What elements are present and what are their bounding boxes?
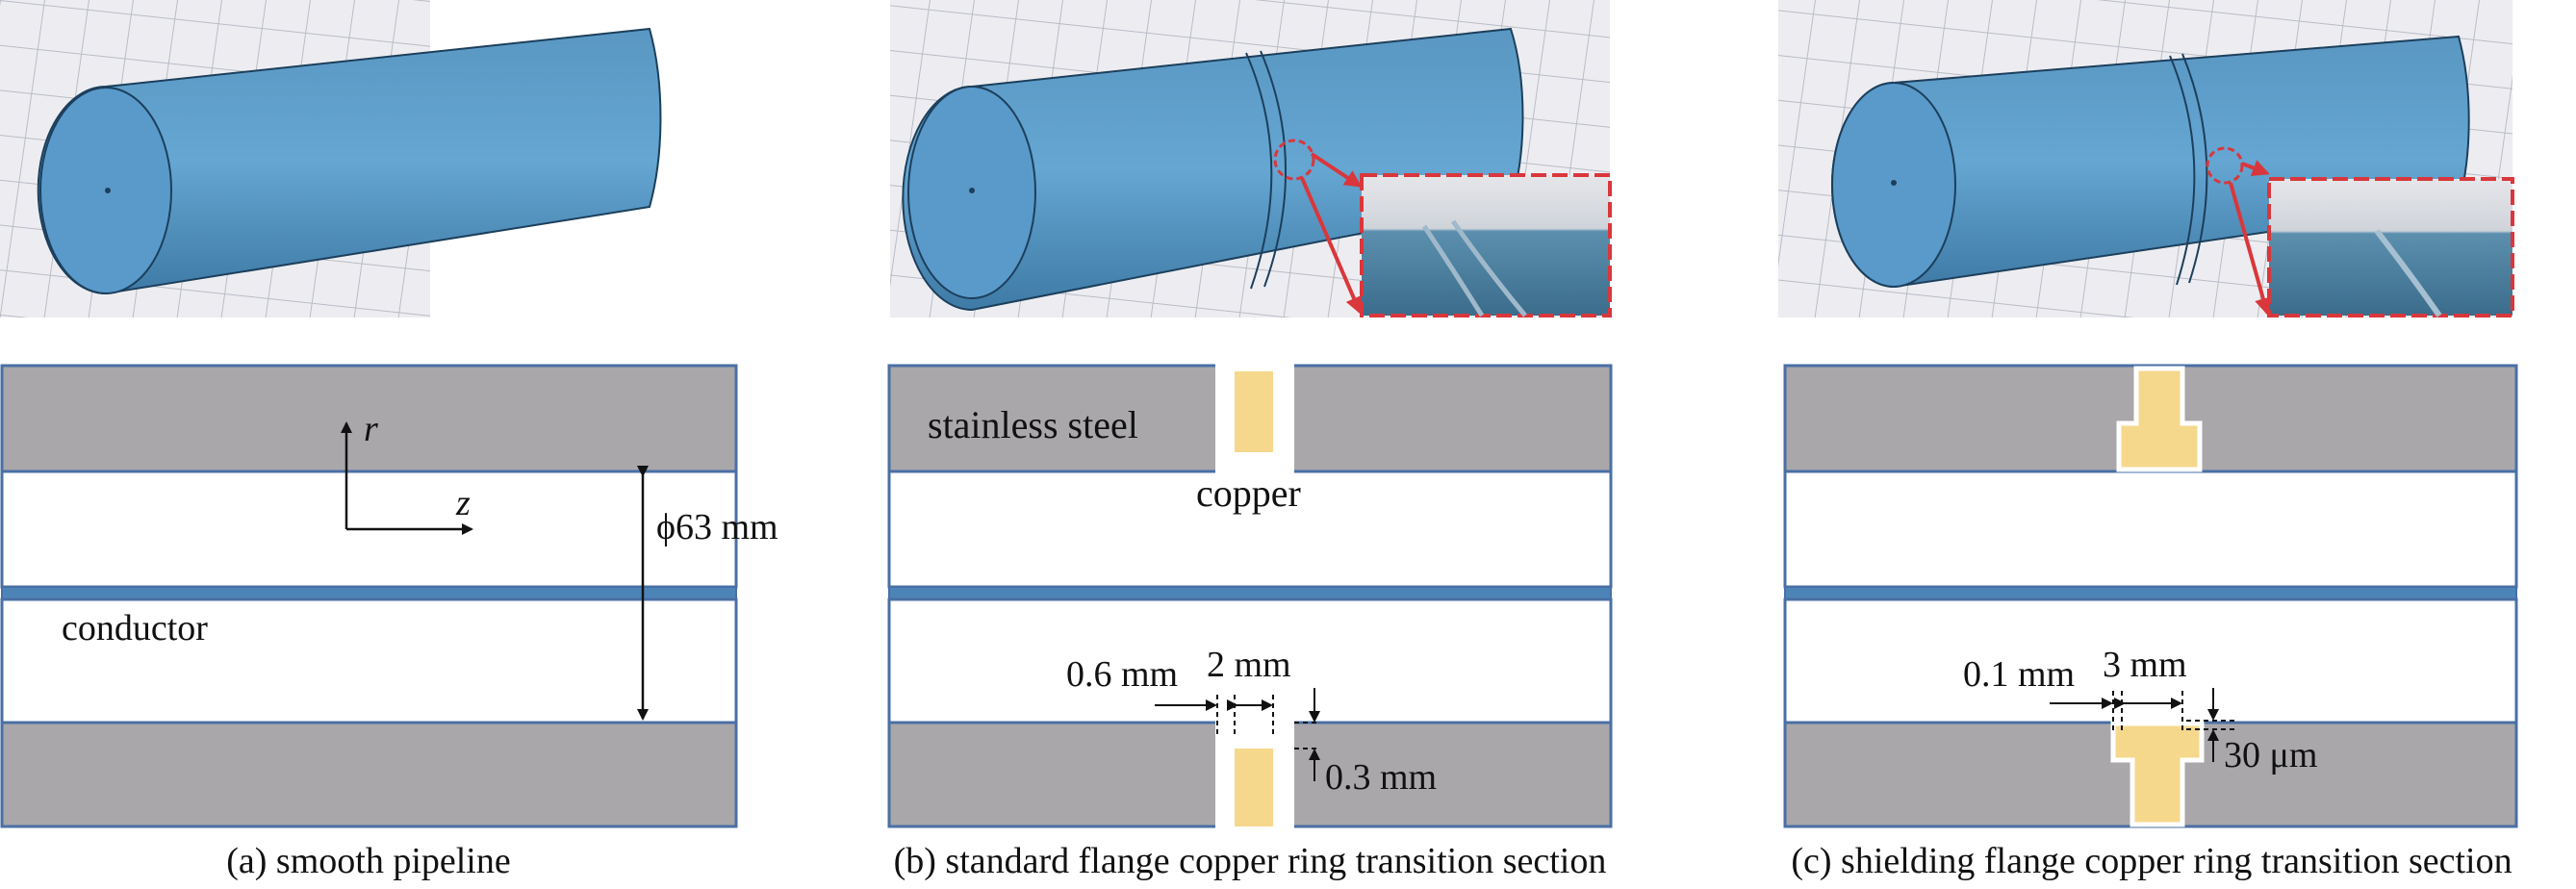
- panel-c-copper-ring-bottom: [2110, 721, 2205, 827]
- dim-width-label-c: 3 mm: [2103, 645, 2187, 685]
- panel-c-copper-ring-top: [2116, 366, 2203, 472]
- axis-z-label: z: [455, 483, 471, 523]
- panel-c-conductor: [1784, 586, 2517, 600]
- caption-c: (c) shielding flange copper ring transit…: [1791, 841, 2512, 881]
- panel-c-3d-view: [1778, 0, 2514, 318]
- panel-a-conductor: [1, 586, 737, 600]
- panel-b-conductor: [888, 586, 1612, 600]
- dim-depth-label-b: 0.3 mm: [1325, 757, 1437, 798]
- panel-c-cross-section: 0.1 mm 3 mm 30 μm: [1783, 364, 2518, 828]
- caption-a: (a) smooth pipeline: [226, 841, 510, 881]
- panel-a-3d-view: [0, 0, 662, 318]
- panel-a-steel-top: [0, 364, 738, 473]
- red-arrow-icon-c: [2241, 160, 2270, 177]
- dim-width-label-b: 2 mm: [1207, 645, 1291, 685]
- panel-a-steel-bottom: [0, 721, 738, 828]
- diameter-label: ϕ63 mm: [656, 507, 778, 547]
- panel-b-cross-section: stainless steel copper 0.6 mm 2 mm 0.3 m…: [887, 364, 1613, 828]
- conductor-label: conductor: [62, 608, 208, 648]
- panel-b-ring-line: [1245, 52, 1273, 290]
- axis-r-label: r: [364, 409, 378, 449]
- panel-b-zoom-inset: [1360, 173, 1612, 318]
- panel-a-cross-section: r z ϕ63 mm conductor: [0, 364, 778, 828]
- panel-b-copper-ring-top: [1235, 371, 1273, 452]
- panel-b-cylinder: [902, 27, 1524, 312]
- panel-b-copper-ring-bottom: [1235, 749, 1273, 826]
- red-arrow-icon: [1310, 152, 1363, 188]
- caption-b: (b) standard flange copper ring transiti…: [894, 841, 1607, 881]
- dim-depth-label-c: 30 μm: [2224, 735, 2317, 775]
- red-circle-marker-icon: [1273, 139, 1315, 181]
- panel-c-ring-line: [2169, 55, 2196, 286]
- dim-gap-label-b: 0.6 mm: [1066, 654, 1178, 695]
- panel-b-3d-view: [890, 0, 1612, 318]
- stainless-steel-label: stainless steel: [928, 403, 1138, 446]
- dim-gap-label-c: 0.1 mm: [1963, 654, 2075, 695]
- copper-label: copper: [1196, 471, 1301, 515]
